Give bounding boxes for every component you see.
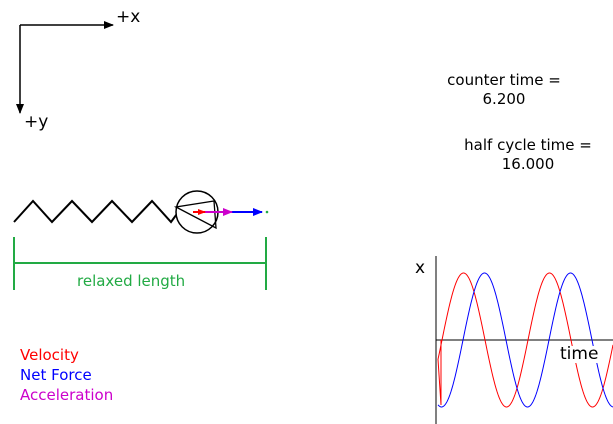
counter-time-label: counter time =: [447, 71, 561, 89]
plus-x-label: +x: [116, 7, 141, 27]
plus-y-label: +y: [24, 112, 49, 132]
graph-y-label: x: [415, 258, 426, 278]
counter-time-value: 6.200: [482, 90, 526, 108]
graph: [435, 256, 613, 424]
half-cycle-time-label: half cycle time =: [464, 136, 592, 154]
spring-coil: [13, 199, 183, 224]
equilibrium-dot: [265, 210, 269, 214]
relaxed-length-bracket: [13, 237, 267, 290]
relaxed-length-label: relaxed length: [77, 272, 186, 290]
half-cycle-time-value: 16.000: [501, 155, 555, 173]
velocity-trace: [437, 272, 613, 408]
mass-wedge: [173, 200, 217, 230]
legend-acceleration: Acceleration: [20, 386, 114, 404]
graph-x-label: time: [560, 344, 599, 364]
axes-indicator: [16, 21, 114, 114]
position-trace: [437, 272, 613, 408]
legend-velocity: Velocity: [20, 346, 79, 364]
legend-net-force: Net Force: [20, 366, 92, 384]
